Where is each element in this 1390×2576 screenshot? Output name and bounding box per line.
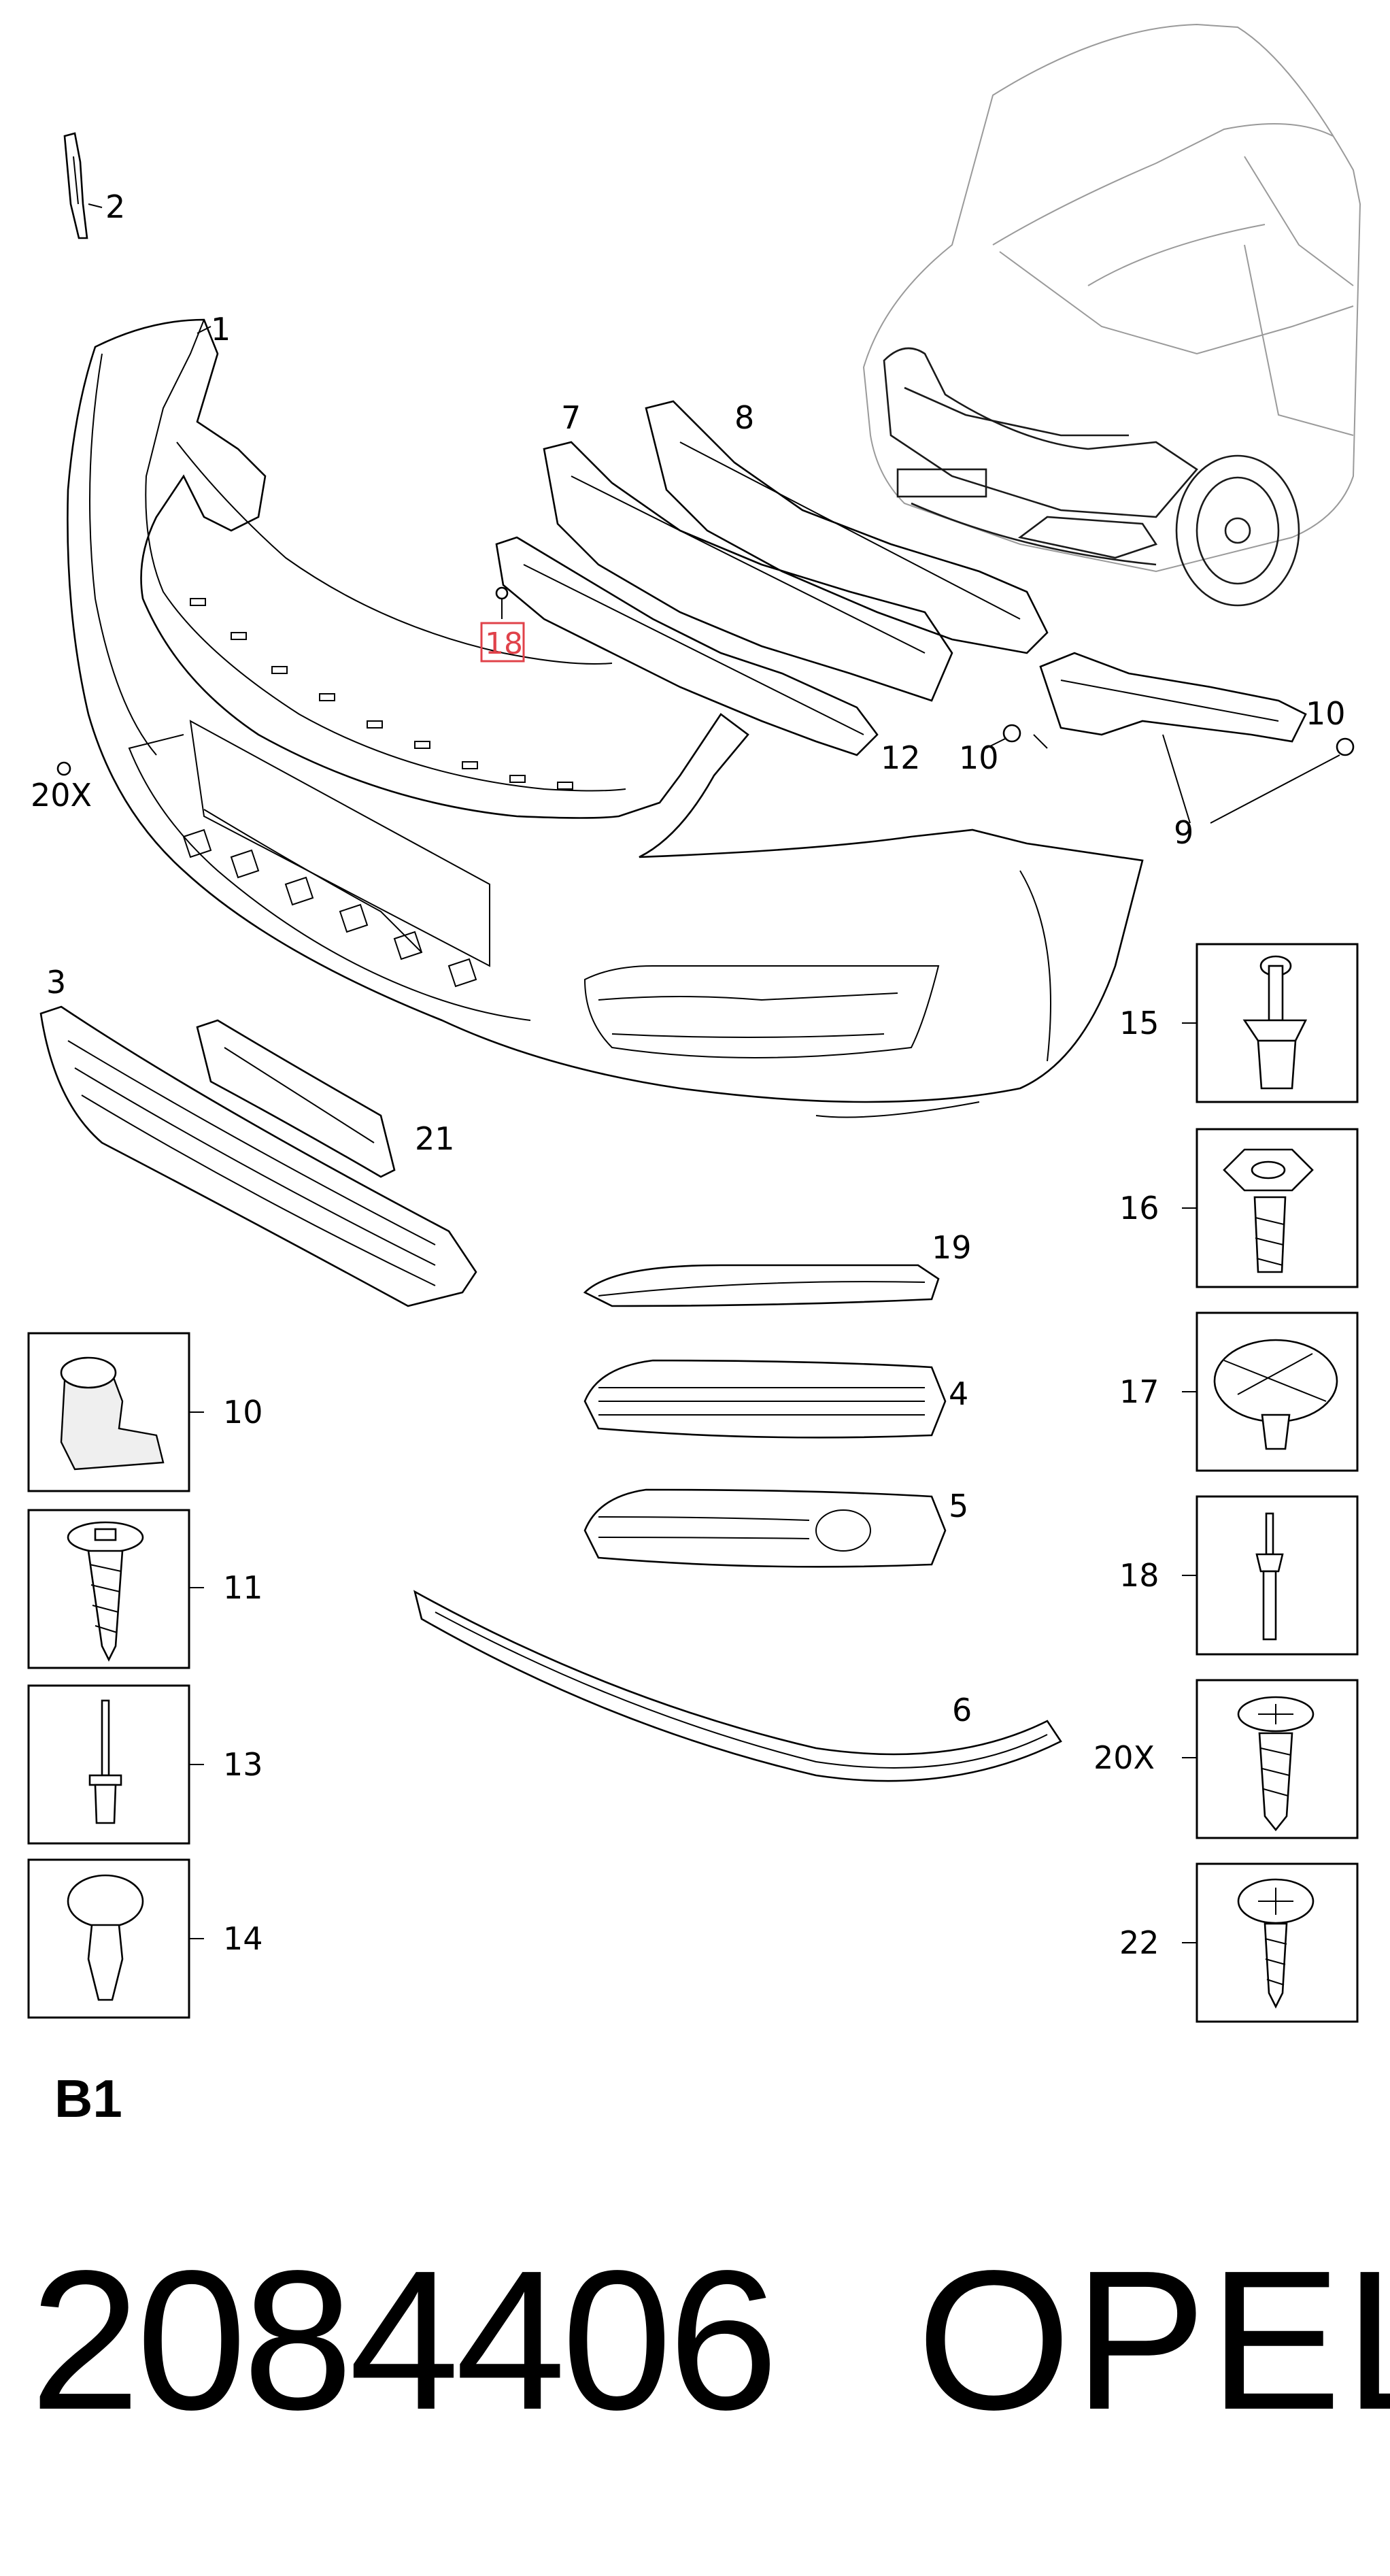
part-2-trim (63, 132, 103, 239)
fastener-box-13: 13 (27, 1684, 263, 1845)
part-5-fog-grille-lamp (583, 1488, 947, 1568)
callout-18: 18 (485, 626, 523, 661)
bumper-lower-slots (182, 829, 477, 988)
highlighted-callout-18: 18 (480, 586, 525, 663)
part-21-bracket (196, 1019, 396, 1178)
part-6-spoiler-strip (413, 1590, 1062, 1782)
fastener-label-10: 10 (223, 1394, 263, 1431)
section-label: B1 (54, 2069, 122, 2128)
fastener-box-16: 16 (1119, 1128, 1359, 1288)
part-19-trim-strip (583, 1264, 940, 1307)
fastener-box-20x: 20X (1094, 1679, 1359, 1839)
part-8-bracket (645, 400, 1049, 654)
part-3-center-grille (39, 1005, 477, 1307)
fastener-label-17: 17 (1119, 1373, 1159, 1410)
callout-9: 9 (1174, 814, 1193, 851)
part-9-side-bracket (1002, 652, 1355, 756)
fastener-label-11: 11 (223, 1569, 263, 1606)
fastener-label-15: 15 (1119, 1005, 1159, 1041)
callout-4: 4 (949, 1375, 968, 1412)
part-7-bracket (543, 441, 953, 702)
fastener-box-18: 18 (1119, 1495, 1359, 1656)
fastener-box-22: 22 (1119, 1862, 1359, 2023)
fastener-label-13: 13 (223, 1746, 263, 1783)
fastener-box-15: 15 (1119, 943, 1359, 1103)
callout-21: 21 (415, 1120, 455, 1157)
callout-1: 1 (211, 311, 231, 348)
part-1-bumper-cover (67, 318, 1144, 1118)
fastener-box-17: 17 (1119, 1311, 1359, 1472)
brand-name: OPEL (917, 2229, 1390, 2451)
callout-3: 3 (46, 964, 66, 1001)
callout-5: 5 (949, 1488, 968, 1524)
vehicle-silhouette (862, 23, 1361, 607)
callout-20x: 20X (31, 777, 92, 814)
bumper-mount-holes (190, 598, 573, 790)
callout-8: 8 (734, 399, 754, 436)
callout-12: 12 (881, 739, 921, 776)
fastener-box-10: 10 (27, 1332, 263, 1492)
callout-19: 19 (932, 1229, 972, 1266)
callout-6: 6 (952, 1692, 972, 1728)
diagram-code: 2084406 (30, 2229, 779, 2451)
part-4-fog-grille (583, 1359, 947, 1439)
fastener-label-20x: 20X (1094, 1739, 1155, 1776)
callout-7: 7 (561, 399, 581, 436)
callout-2: 2 (105, 188, 125, 225)
fastener-box-11: 11 (27, 1509, 263, 1669)
fastener-label-22: 22 (1119, 1924, 1159, 1961)
fastener-label-16: 16 (1119, 1190, 1159, 1226)
fastener-label-18: 18 (1119, 1557, 1159, 1594)
fastener-label-14: 14 (223, 1920, 263, 1957)
callout-10b: 10 (1306, 695, 1346, 732)
part-12-reinforcement (495, 536, 879, 756)
callout-labels: 1 2 3 4 5 6 7 8 9 10 10 12 19 20X 21 (31, 188, 1346, 1728)
fastener-box-14: 14 (27, 1858, 263, 2019)
